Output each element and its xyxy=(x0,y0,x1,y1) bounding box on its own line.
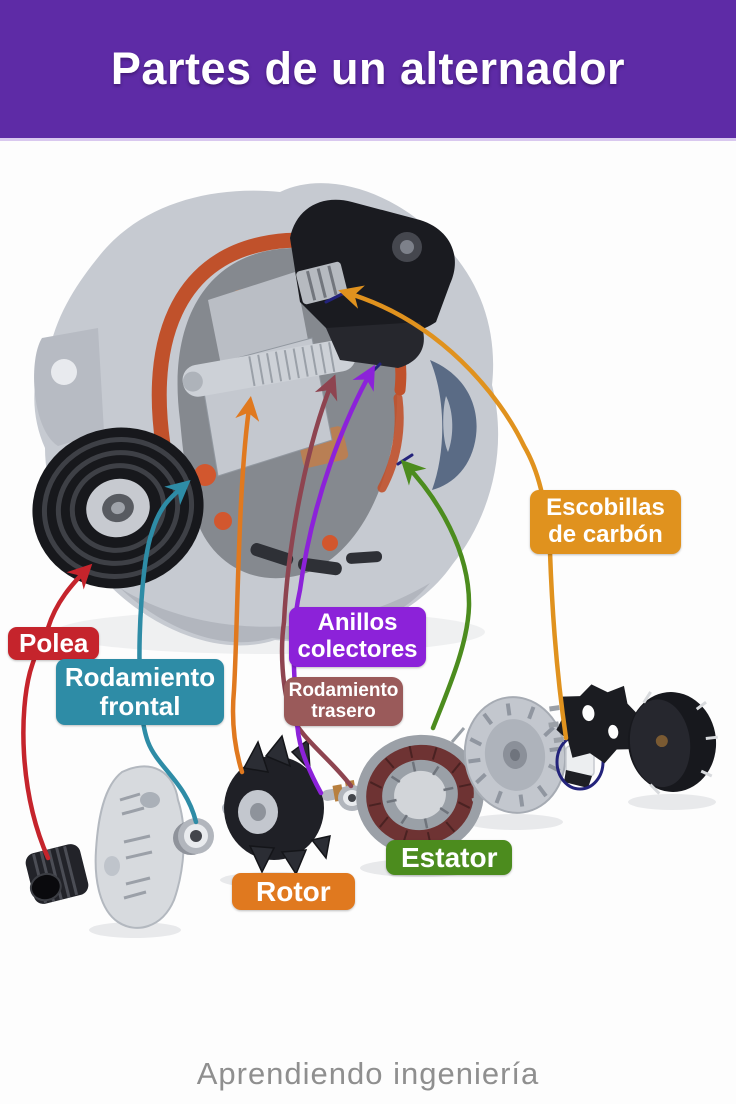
alternator-cutaway-image xyxy=(32,183,499,654)
rotor-shaft xyxy=(182,339,356,397)
page-title: Partes de un alternador xyxy=(110,43,626,94)
rear-cover-part xyxy=(627,691,718,795)
label-anillos-colectores: Anillos colectores xyxy=(289,607,426,667)
brush-assembly xyxy=(290,199,455,368)
rear-housing-part xyxy=(463,696,567,814)
front-housing-part xyxy=(94,765,185,929)
brand-footer: Aprendiendo ingeniería xyxy=(196,1056,540,1091)
label-escobillas-carbon: Escobillas de carbón xyxy=(530,490,681,554)
label-estator: Estator xyxy=(386,840,513,876)
rotor-part xyxy=(222,734,358,876)
connector-escobillas xyxy=(338,285,569,741)
rear-bracket xyxy=(430,360,477,490)
rectifier-part xyxy=(548,684,640,764)
exploded-parts-row xyxy=(25,684,718,938)
connector-estator xyxy=(400,459,472,731)
mounting-lug xyxy=(34,328,104,446)
header: Partes de un alternador xyxy=(0,0,736,141)
stator-part xyxy=(356,734,484,856)
connector-rotor xyxy=(230,395,260,775)
pulley xyxy=(32,427,204,589)
connector-trasero xyxy=(279,374,354,789)
label-polea: Polea xyxy=(8,627,100,661)
label-rodamiento-frontal: Rodamiento frontal xyxy=(56,659,224,726)
front-bearing-part xyxy=(173,818,214,855)
pulley-part xyxy=(25,844,89,904)
label-rotor: Rotor xyxy=(232,873,355,911)
label-rodamiento-trasero: Rodamiento trasero xyxy=(284,677,403,726)
